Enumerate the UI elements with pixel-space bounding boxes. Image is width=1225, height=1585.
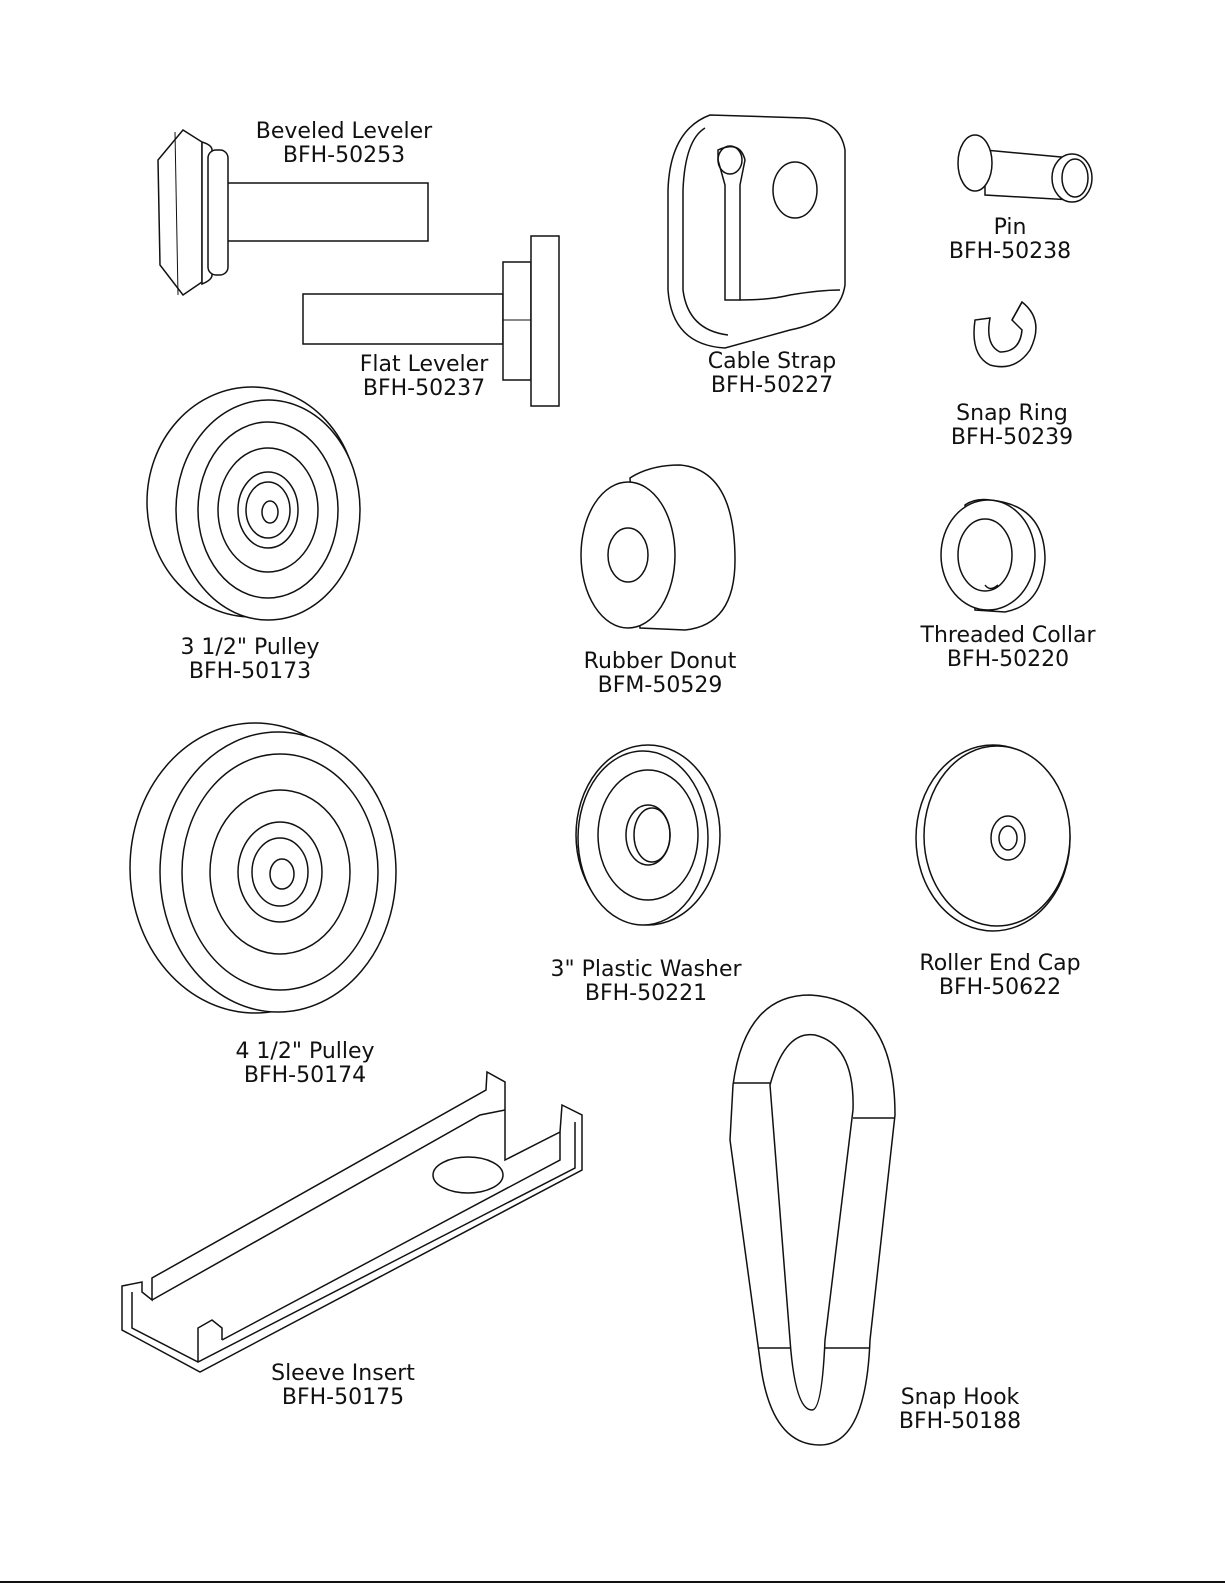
sleeve-insert-label: Sleeve Insert BFH-50175: [271, 1362, 415, 1410]
plastic-washer-drawing: [576, 745, 720, 925]
roller-end-cap-drawing: [916, 745, 1070, 931]
part-code: BFH-50622: [919, 976, 1080, 1000]
part-code: BFH-50188: [899, 1410, 1021, 1434]
part-name: Cable Strap: [708, 350, 837, 374]
roller-end-cap-label: Roller End Cap BFH-50622: [919, 952, 1080, 1000]
pulley-4-5-drawing: [130, 723, 396, 1013]
snap-hook-drawing: [730, 995, 895, 1445]
sleeve-insert-drawing: [122, 1072, 582, 1372]
part-code: BFH-50174: [235, 1064, 374, 1088]
part-code: BFM-50529: [584, 674, 737, 698]
snap-ring-label: Snap Ring BFH-50239: [951, 402, 1073, 450]
cable-strap-drawing: [668, 115, 845, 348]
part-name: Beveled Leveler: [256, 120, 432, 144]
part-name: Roller End Cap: [919, 952, 1080, 976]
part-code: BFH-50253: [256, 144, 432, 168]
snap-hook-label: Snap Hook BFH-50188: [899, 1386, 1021, 1434]
pin-drawing: [958, 135, 1092, 202]
part-name: Snap Ring: [951, 402, 1073, 426]
part-name: Rubber Donut: [584, 650, 737, 674]
part-name: 3" Plastic Washer: [550, 958, 741, 982]
cable-strap-label: Cable Strap BFH-50227: [708, 350, 837, 398]
pulley-4-5-label: 4 1/2" Pulley BFH-50174: [235, 1040, 374, 1088]
rubber-donut-drawing: [581, 465, 735, 630]
part-code: BFH-50175: [271, 1386, 415, 1410]
part-code: BFH-50221: [550, 982, 741, 1006]
pin-label: Pin BFH-50238: [949, 216, 1071, 264]
snap-ring-drawing: [974, 302, 1036, 367]
pulley-3-5-drawing: [147, 387, 360, 620]
part-name: Pin: [949, 216, 1071, 240]
threaded-collar-drawing: [941, 500, 1045, 612]
part-name: Flat Leveler: [360, 353, 489, 377]
flat-leveler-label: Flat Leveler BFH-50237: [360, 353, 489, 401]
part-code: BFH-50239: [951, 426, 1073, 450]
rubber-donut-label: Rubber Donut BFM-50529: [584, 650, 737, 698]
threaded-collar-label: Threaded Collar BFH-50220: [921, 624, 1096, 672]
part-name: Sleeve Insert: [271, 1362, 415, 1386]
pulley-3-5-label: 3 1/2" Pulley BFH-50173: [180, 636, 319, 684]
part-name: 3 1/2" Pulley: [180, 636, 319, 660]
beveled-leveler-label: Beveled Leveler BFH-50253: [256, 120, 432, 168]
part-name: 4 1/2" Pulley: [235, 1040, 374, 1064]
part-code: BFH-50237: [360, 377, 489, 401]
part-code: BFH-50227: [708, 374, 837, 398]
plastic-washer-label: 3" Plastic Washer BFH-50221: [550, 958, 741, 1006]
part-name: Threaded Collar: [921, 624, 1096, 648]
part-code: BFH-50238: [949, 240, 1071, 264]
part-name: Snap Hook: [899, 1386, 1021, 1410]
part-code: BFH-50220: [921, 648, 1096, 672]
part-code: BFH-50173: [180, 660, 319, 684]
